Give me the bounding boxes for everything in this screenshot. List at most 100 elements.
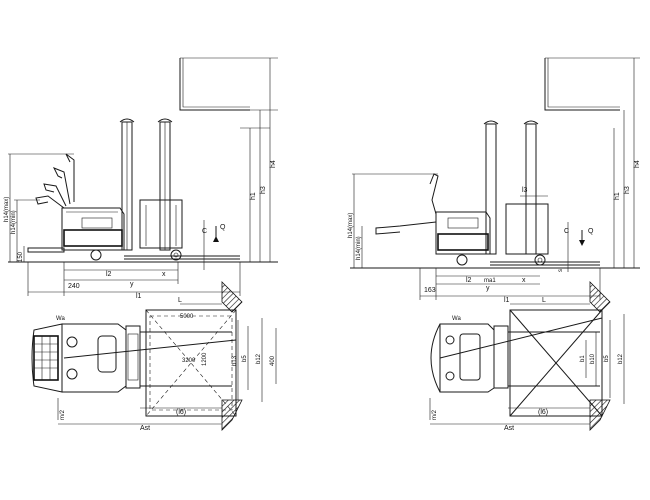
label-b12: b12: [618, 353, 624, 364]
carriage-frame: [505, 203, 549, 255]
truck-body: [61, 207, 125, 251]
label-ma1: ma1: [484, 278, 496, 284]
left-top-view: L 5000 3200 1200 b13 b5 b12 400 Wa m/2 (…: [31, 281, 277, 432]
pallet-diag: [145, 309, 237, 417]
label-l1: l1: [136, 293, 142, 300]
label-x: x: [162, 271, 166, 278]
label-h4: h4: [634, 160, 641, 168]
operator-mat: [33, 335, 59, 381]
raised-fork: [179, 58, 250, 111]
label-b12: b12: [256, 353, 262, 364]
label-wa: Wa: [56, 316, 65, 322]
label-1200: 1200: [202, 352, 208, 366]
carriage-frame: [139, 199, 183, 249]
platform: [27, 247, 65, 253]
label-h14-max: h14(max): [348, 213, 354, 238]
turning-line: [63, 339, 237, 359]
label-c: C: [202, 228, 207, 235]
label-400: 400: [270, 355, 276, 366]
load-wheel-hub: [173, 252, 179, 258]
control-knob: [445, 335, 455, 345]
right-top-view: L Wa b1 b10 b5 b12 m/2 (l6) Ast: [429, 281, 625, 432]
control-knob: [66, 336, 78, 348]
tiller-high: [52, 167, 71, 205]
mast-front: [525, 123, 537, 255]
tiller-head: [430, 323, 441, 393]
label-240: 240: [68, 283, 80, 290]
label-l2: l2: [106, 271, 112, 278]
wall-hatch-bottom: [589, 399, 611, 431]
label-l2: l2: [466, 277, 472, 284]
mast-frame: [125, 325, 141, 389]
turning-line: [439, 317, 603, 359]
mast-rear-top: [483, 120, 499, 125]
mast-frame: [493, 325, 509, 389]
truck-panel: [81, 217, 113, 229]
label-h1: h1: [614, 192, 621, 200]
drive-wheel: [90, 249, 102, 261]
left-side-view: C Q h4 h3 h1 h14(max) h14(min) 150 l2 x …: [4, 57, 278, 300]
mast-rear: [485, 123, 497, 255]
label-y: y: [486, 285, 490, 292]
raised-fork-inner: [182, 58, 250, 108]
battery-block: [63, 229, 123, 247]
pallet-inner: [149, 315, 233, 411]
label-h3: h3: [624, 186, 631, 194]
label-q: Q: [220, 224, 226, 231]
pallet-diag: [509, 309, 603, 417]
label-b13: b13: [232, 355, 238, 366]
label-b10: b10: [590, 353, 596, 364]
right-side-view: C Q l3 s h4 h3 h1 h14(max) h14(min) l2 m…: [348, 57, 641, 304]
label-5000: 5000: [180, 314, 194, 320]
label-b5: b5: [242, 355, 248, 362]
label-L: L: [542, 297, 546, 304]
raised-fork-inner: [547, 58, 620, 108]
label-y: y: [130, 281, 134, 288]
label-m2: m/2: [60, 409, 66, 420]
tiller-upright: [429, 173, 439, 215]
label-h14-min: h14(min): [356, 236, 362, 260]
label-s: s: [558, 269, 564, 272]
pallet-outline: [509, 309, 603, 417]
label-b5: b5: [604, 355, 610, 362]
tiller-mid: [43, 183, 67, 207]
label-q: Q: [588, 228, 594, 235]
wall-hatch-bottom: [221, 399, 243, 431]
label-h4: h4: [270, 160, 277, 168]
raised-fork: [544, 58, 620, 111]
wall-hatch-top: [589, 281, 611, 313]
truck-panel: [447, 217, 479, 229]
mast-inner: [127, 333, 139, 381]
label-h13: 150: [18, 251, 24, 262]
platform-outline: [31, 323, 63, 393]
label-L: L: [178, 297, 182, 304]
control-knob: [66, 368, 78, 380]
control-knob: [445, 371, 455, 381]
wall-hatch-top: [221, 281, 243, 313]
pallet-outline: [145, 309, 237, 417]
load-wheel: [534, 254, 546, 266]
label-ast: Ast: [504, 425, 514, 432]
load-wheel-hub: [537, 257, 543, 263]
load-arrow: [579, 240, 585, 246]
label-l6: (l6): [538, 409, 548, 416]
mast-front-top: [523, 120, 539, 125]
pallet-diag: [145, 309, 237, 417]
label-x: x: [522, 277, 526, 284]
label-h14-max: h14(max): [4, 197, 10, 222]
label-b1: b1: [580, 355, 586, 362]
load-wheel: [170, 249, 182, 261]
load-arrow: [213, 236, 219, 242]
battery-block: [437, 233, 489, 251]
drive-wheel: [456, 254, 468, 266]
label-h3: h3: [260, 186, 267, 194]
label-wa: Wa: [452, 316, 461, 322]
tiller-vertical: [65, 153, 75, 202]
tiller-lowered: [375, 221, 437, 235]
label-c: C: [564, 228, 569, 235]
label-h14-min: h14(min): [11, 210, 17, 234]
label-163: 163: [424, 287, 436, 294]
mast-front-top: [157, 118, 173, 123]
